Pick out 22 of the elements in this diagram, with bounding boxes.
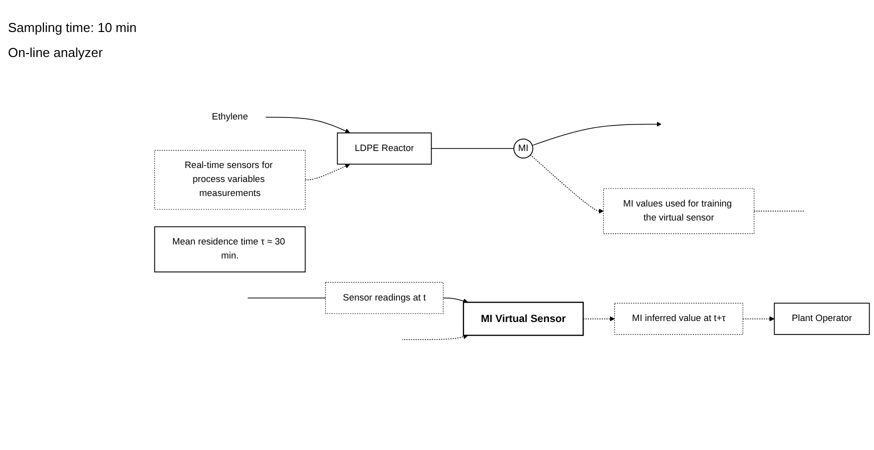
node-box: LDPE Reactor [336, 132, 432, 165]
node-box: MI Virtual Sensor [462, 302, 584, 336]
arrow [442, 298, 468, 304]
arrow [304, 164, 350, 180]
connector [754, 210, 805, 212]
node-box: Real-time sensors for process variables measurements [154, 150, 306, 210]
arrow [742, 316, 775, 322]
node-box: Sensor readings at t [325, 282, 444, 314]
node-text: Ethylene [212, 112, 248, 122]
node-box: Mean residence time τ ≈ 30 min. [154, 226, 306, 272]
arrow [401, 334, 468, 340]
arrow [264, 116, 350, 134]
note-text: Sampling time: 10 min [8, 20, 138, 35]
arrow [582, 316, 615, 322]
arrow [532, 122, 662, 146]
note-text: On-line analyzer [8, 45, 104, 60]
node-box: MI values used for training the virtual sensor [603, 188, 754, 234]
arrow [530, 154, 604, 214]
node-circle: MI [513, 138, 534, 158]
node-box: Plant Operator [774, 302, 870, 335]
connector [430, 148, 514, 149]
node-box: MI inferred value at t+τ [614, 302, 744, 335]
